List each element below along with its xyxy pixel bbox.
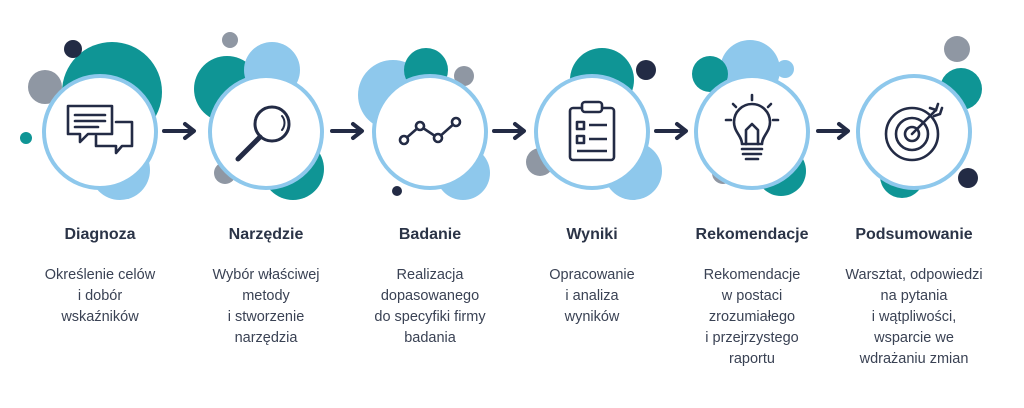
step-title-badanie: Badanie <box>398 226 462 243</box>
description-line: i dobór <box>77 288 123 304</box>
description-line: Rekomendacje <box>703 267 801 283</box>
description-line: Realizacja <box>396 267 464 283</box>
description-line: w postaci <box>721 288 783 304</box>
step-icon-circle <box>208 74 324 190</box>
description-line: wdrażaniu zmian <box>859 351 969 367</box>
step-icon-circle <box>372 74 488 190</box>
step-description-wyniki: Opracowanie i analiza wyników <box>502 265 682 328</box>
description-line: Określenie celów <box>44 267 156 283</box>
step-icon-circle <box>42 74 158 190</box>
arrow-right-icon <box>330 122 364 140</box>
decor-circle <box>20 132 32 144</box>
step-icon-circle <box>694 74 810 190</box>
decor-circle <box>64 40 82 58</box>
description-line: wyników <box>564 309 620 325</box>
step-title-podsumowanie: Podsumowanie <box>855 226 973 243</box>
decor-circle <box>222 32 238 48</box>
description-line: do specyfiki firmy <box>374 309 486 325</box>
step-description-diagnoza: Określenie celów i dobór wskaźników <box>10 265 190 328</box>
description-line: Warsztat, odpowiedzi <box>845 267 983 283</box>
step-icon-circle <box>856 74 972 190</box>
description-line: i wątpliwości, <box>871 309 957 325</box>
description-line: Wybór właściwej <box>212 267 320 283</box>
arrow-right-icon <box>654 122 688 140</box>
decor-circle <box>944 36 970 62</box>
step-title-narzedzie: Narzędzie <box>228 226 304 243</box>
step-description-podsumowanie: Warsztat, odpowiedzi na pytania i wątpli… <box>824 265 1004 370</box>
step-title-rekomendacje: Rekomendacje <box>695 226 809 243</box>
description-line: zrozumiałego <box>708 309 796 325</box>
step-title-diagnoza: Diagnoza <box>64 226 136 243</box>
description-line: i stworzenie <box>227 309 305 325</box>
decor-circle <box>958 168 978 188</box>
decor-circle <box>776 60 794 78</box>
description-line: i analiza <box>565 288 619 304</box>
arrow-right-icon <box>816 122 850 140</box>
description-line: raportu <box>729 351 775 367</box>
decor-circle <box>636 60 656 80</box>
step-title-wyniki: Wyniki <box>566 226 618 243</box>
description-line: na pytania <box>880 288 948 304</box>
arrow-right-icon <box>492 122 526 140</box>
description-line: metody <box>242 288 290 304</box>
step-description-narzedzie: Wybór właściwej metody i stworzenie narz… <box>176 265 356 349</box>
description-line: wsparcie we <box>874 330 954 346</box>
description-line: i przejrzystego <box>705 330 799 346</box>
step-description-badanie: Realizacja dopasowanego do specyfiki fir… <box>340 265 520 349</box>
line-graph-icon <box>398 116 462 146</box>
description-line: narzędzia <box>234 330 298 346</box>
target-icon <box>884 102 944 162</box>
magnifying-glass-icon <box>235 105 291 162</box>
description-line: badania <box>404 330 456 346</box>
description-line: Opracowanie <box>549 267 635 283</box>
decor-circle <box>392 186 402 196</box>
description-line: dopasowanego <box>380 288 480 304</box>
step-icon-circle <box>534 74 650 190</box>
speech-bubbles-icon <box>66 104 134 155</box>
clipboard-icon <box>568 100 616 162</box>
description-line: wskaźników <box>61 309 139 325</box>
step-description-rekomendacje: Rekomendacje w postaci zrozumiałego i pr… <box>662 265 842 370</box>
arrow-right-icon <box>162 122 196 140</box>
lightbulb-icon <box>724 93 780 161</box>
